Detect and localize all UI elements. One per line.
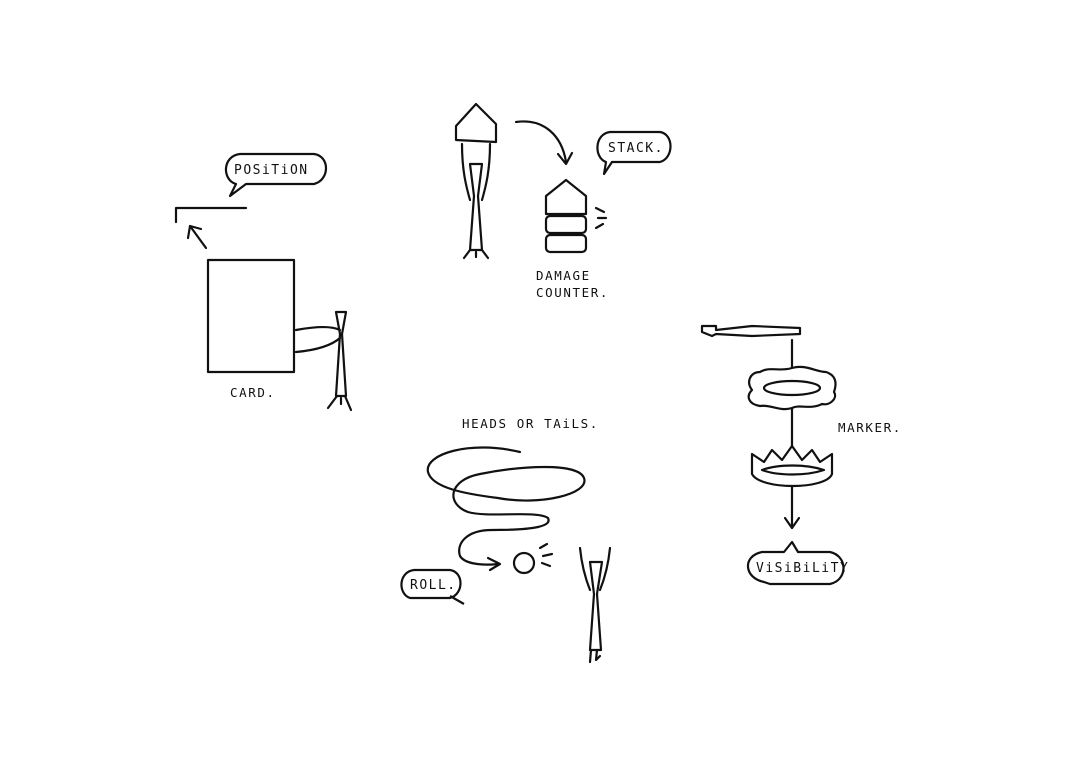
roll-figure-body [588,560,604,652]
marker-crown-ring-hole [760,464,826,476]
card-figure-arm-upper [294,325,342,332]
stack-figure-legs [462,248,490,260]
coin-sparkle [538,542,554,568]
counter-middle-piece [544,214,588,235]
card-figure-legs [326,394,353,412]
stack-label: STACK. [608,141,664,156]
damage-counter-label-line2: COUNTER. [536,285,609,300]
stack-group: STACK. DAMAGE COUNTER. [454,102,672,300]
roll-figure-left-line [578,546,592,592]
stack-figure-body [468,162,484,252]
stack-figure-head [454,102,498,144]
counter-sparkle [594,206,608,230]
marker-tube [700,324,802,338]
coin-toss-group: HEADS OR TAiLS. ROLL. [400,416,612,664]
roll-figure-legs [588,648,602,664]
visibility-bubble [746,540,845,586]
stack-bubble [596,130,672,176]
stack-figure-left-line [460,142,472,202]
stack-figure-right-line [480,142,492,202]
visibility-label: ViSiBiLiTY [756,561,849,576]
marker-arrow-head [783,516,801,530]
counter-top-piece [544,178,588,216]
position-label: POSiTiON [234,163,309,178]
roll-figure-right-line [598,546,612,592]
card-figure-body [334,310,348,398]
marker-wavy-ring-hole [762,379,822,397]
position-arrow [188,224,208,250]
damage-counter-label-line1: DAMAGE [536,268,591,283]
marker-group: MARKER. ViSiBiLiTY [700,324,902,586]
position-bracket [174,206,248,224]
position-bubble [224,152,328,198]
toss-spiral [426,446,586,566]
heads-or-tails-label: HEADS OR TAiLS. [462,416,599,431]
stack-arrow [514,120,568,164]
toss-arrow-head [486,556,502,572]
position-arrow-head [186,224,203,240]
marker-label: MARKER. [838,420,902,435]
card-group: POSiTiON CARD. [174,152,353,412]
roll-label: ROLL. [410,578,457,593]
counter-bottom-piece [544,233,588,254]
coin-shape [512,551,536,575]
card-shape [206,258,296,374]
card-label: CARD. [230,385,276,400]
roll-bubble [400,568,465,605]
marker-wavy-ring [747,365,837,411]
stack-arrow-head [556,151,574,166]
card-figure-arm-lower [294,336,342,354]
